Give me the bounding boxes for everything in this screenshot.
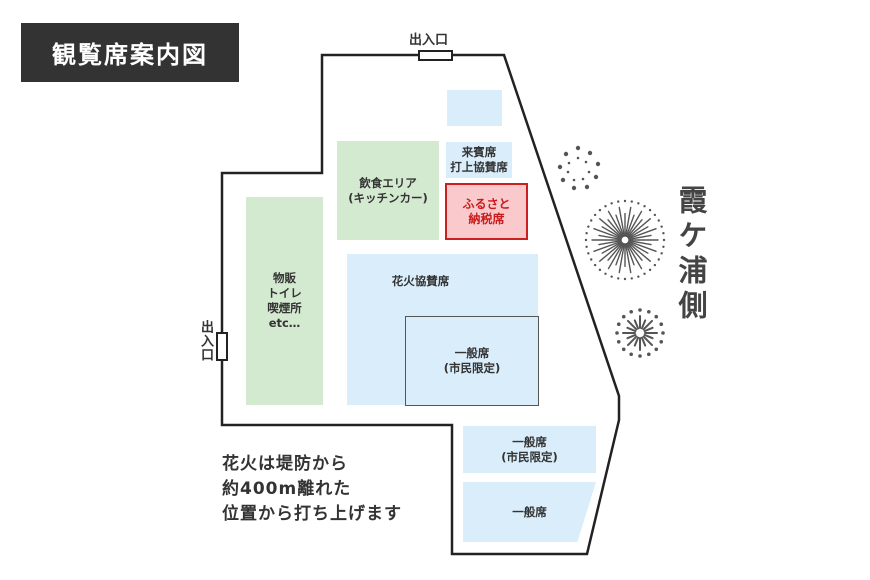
guest-sponsor-seats: 来賓席 打上協賛席 — [446, 142, 512, 178]
left-entrance-label: 出入口 — [198, 320, 213, 362]
left-entrance-gate — [216, 332, 228, 361]
map-title: 観覧席案内図 — [21, 23, 239, 82]
fireworks-distance-note: 花火は堤防から 約400m離れた 位置から打ち上げます — [222, 454, 402, 524]
shop-toilet-smoking-area: 物販 トイレ 喫煙所 etc… — [246, 197, 323, 405]
kasumigaura-side-label: 霞ケ浦側 — [674, 185, 708, 325]
general-seats: 一般席 — [463, 482, 596, 542]
furusato-tax-seats: ふるさと 納税席 — [445, 183, 528, 240]
top-entrance-gate — [418, 50, 453, 61]
firework-icon — [557, 145, 601, 191]
firework-icon — [584, 199, 666, 281]
general-citizen-seats-1: 一般席 (市民限定) — [405, 316, 539, 406]
top-entrance-label: 出入口 — [409, 33, 449, 48]
general-citizen-seats-2: 一般席 (市民限定) — [463, 426, 596, 473]
firework-icon — [615, 308, 665, 358]
food-area: 飲食エリア (キッチンカー) — [337, 141, 439, 240]
unlabeled-seat-area — [447, 90, 502, 126]
fireworks-sponsor-label: 花火協賛席 — [391, 274, 450, 288]
